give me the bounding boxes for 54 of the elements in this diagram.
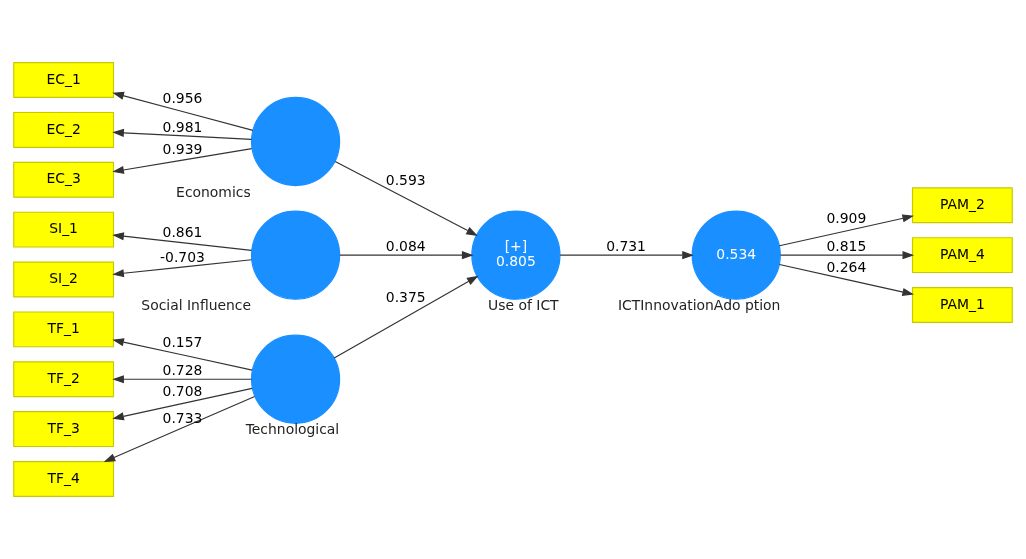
node-circle <box>250 210 341 300</box>
arrow <box>778 214 914 247</box>
arrow <box>112 148 253 174</box>
node-box: PAM_4 <box>911 237 1013 274</box>
arrow <box>112 387 253 421</box>
arrow <box>112 338 253 371</box>
node-circle <box>250 96 341 187</box>
arrow <box>778 263 914 296</box>
edge-label: 0.375 <box>385 289 426 306</box>
edge-label: 0.728 <box>162 362 203 379</box>
node-box: TF_4 <box>13 461 115 497</box>
node-box: PAM_2 <box>911 187 1013 224</box>
node-label: Technological <box>245 421 340 438</box>
edge-label: 0.981 <box>162 118 203 135</box>
edge-label: 0.264 <box>826 259 867 276</box>
arrow <box>339 251 474 260</box>
edge-label: 0.157 <box>162 334 203 351</box>
node-label: Economics <box>176 183 251 200</box>
edge-label: 0.815 <box>826 238 867 255</box>
node-box: TF_3 <box>13 411 115 448</box>
arrow <box>334 160 478 236</box>
arrow <box>112 91 254 131</box>
edge-label: 0.861 <box>162 224 203 241</box>
arrow <box>559 251 694 260</box>
node-label: ICTInnovationAdo ption <box>617 297 781 314</box>
node-box: SI_2 <box>13 261 115 298</box>
node-circle: [+] 0.805 <box>471 210 561 300</box>
arrow <box>112 375 252 384</box>
edge-label: 0.733 <box>162 409 203 426</box>
edge-label: 0.593 <box>385 172 426 189</box>
node-box: SI_1 <box>13 211 115 248</box>
edge-label: 0.708 <box>162 383 203 400</box>
edge-label: 0.909 <box>826 210 867 227</box>
node-box: TF_2 <box>13 361 115 398</box>
node-circle: 0.534 <box>691 210 781 300</box>
arrow <box>112 232 252 251</box>
edge-label: -0.703 <box>160 248 205 265</box>
node-box: EC_1 <box>13 62 115 98</box>
edge-label: 0.939 <box>162 140 203 157</box>
arrow <box>779 251 915 260</box>
edge-label: 0.084 <box>385 238 426 255</box>
edge-label: 0.956 <box>162 89 203 106</box>
edge-label: 0.731 <box>606 238 646 255</box>
node-box: EC_3 <box>13 161 115 198</box>
arrow <box>333 275 479 359</box>
node-box: PAM_1 <box>911 287 1013 323</box>
arrow <box>103 395 256 463</box>
arrow <box>112 259 252 278</box>
node-label: Use of ICT <box>488 297 559 314</box>
node-label: Social Influence <box>141 297 252 314</box>
arrow <box>112 128 252 140</box>
node-box: TF_1 <box>13 311 115 348</box>
node-box: EC_2 <box>13 111 115 148</box>
node-circle <box>250 334 341 424</box>
